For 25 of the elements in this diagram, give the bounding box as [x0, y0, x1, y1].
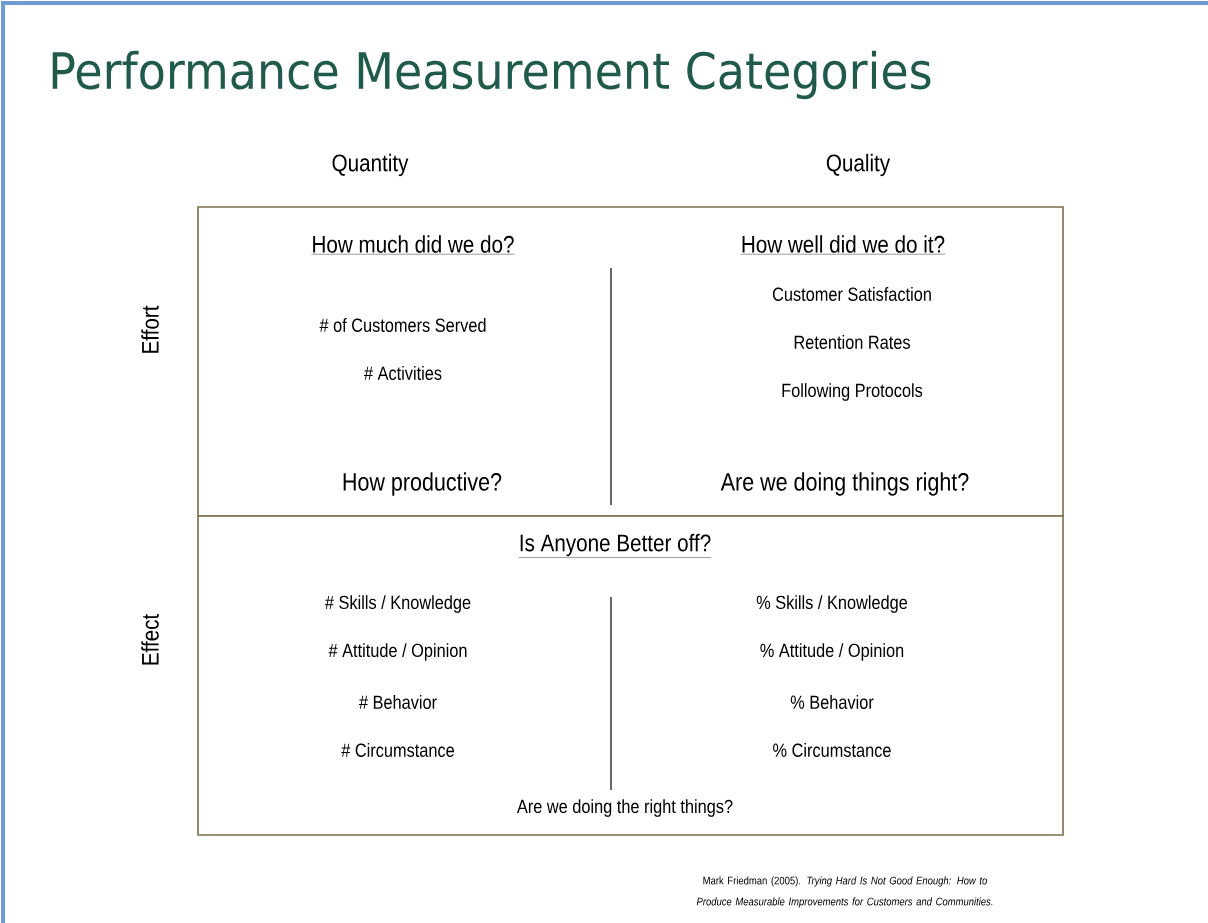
citation: Mark Friedman (2005). Trying Hard Is Not Good Enough: How to Produce Measurable Improvements for Customers and Communities. — [696, 876, 993, 908]
text: % Attitude / Opinion — [760, 643, 904, 661]
text: # Circumstance — [341, 743, 454, 757]
text: How productive? — [343, 472, 502, 496]
text: % Skills / Knowledge — [756, 595, 908, 613]
text: % Behavior — [790, 695, 874, 709]
text: # Activities — [364, 366, 442, 380]
axis-label: Effect — [141, 613, 159, 665]
text: # Attitude / Opinion — [328, 643, 467, 661]
text: Following Protocols — [782, 383, 923, 401]
title: Performance Measurement Categories — [52, 50, 931, 100]
axis-label: Quality — [826, 153, 891, 177]
heading: How much did we do? — [311, 235, 515, 255]
text: % Circumstance — [773, 743, 891, 757]
axis-label: Quantity — [332, 153, 409, 177]
heading: How well did we do it? — [740, 235, 946, 255]
text: Retention Rates — [794, 335, 910, 349]
text: # Behavior — [359, 695, 437, 709]
text: Customer Satisfaction — [772, 287, 931, 301]
text: Are we doing things right? — [720, 472, 969, 496]
text: # of Customers Served — [319, 318, 486, 332]
axis-label: Effort — [141, 305, 159, 353]
text: # Skills / Knowledge — [324, 595, 471, 613]
heading: Is Anyone Better off? — [518, 533, 712, 558]
text: Are we doing the right things? — [516, 799, 733, 817]
